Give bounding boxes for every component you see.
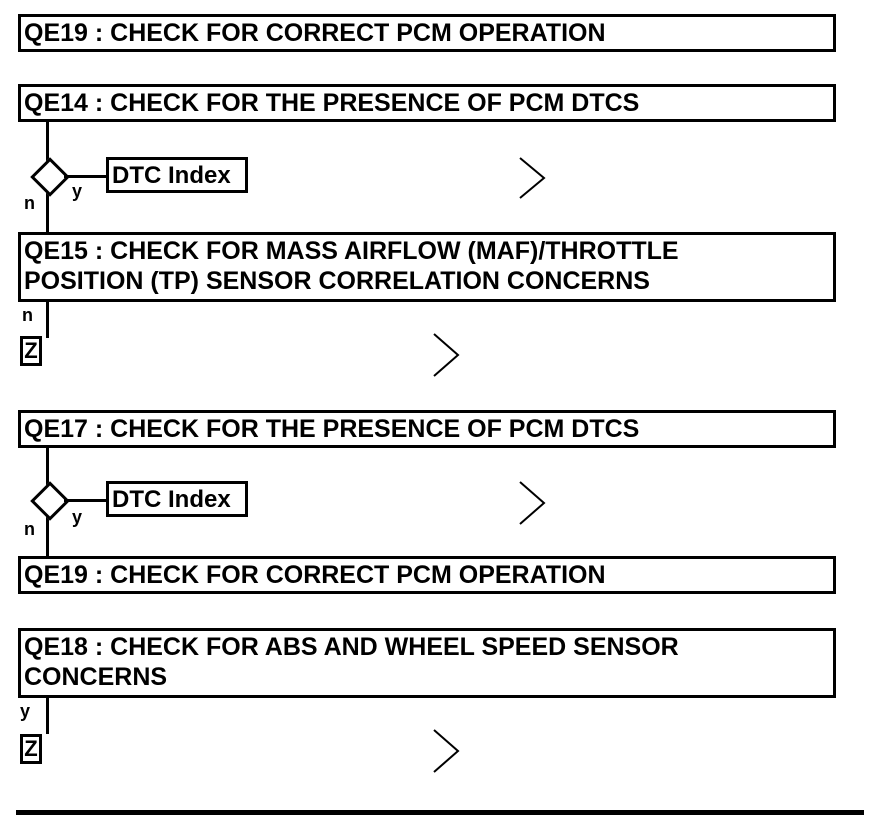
bottom-divider: [16, 810, 864, 815]
branch-label-yes: y: [72, 181, 83, 201]
step-qe15[interactable]: QE15 : CHECK FOR MASS AIRFLOW (MAF)/THRO…: [18, 232, 836, 302]
terminator-z[interactable]: Z: [20, 734, 42, 764]
branch-label-yes: y: [20, 701, 31, 721]
step-qe17[interactable]: QE17 : CHECK FOR THE PRESENCE OF PCM DTC…: [18, 410, 836, 448]
step-qe14[interactable]: QE14 : CHECK FOR THE PRESENCE OF PCM DTC…: [18, 84, 836, 122]
step-qe19-mid[interactable]: QE19 : CHECK FOR CORRECT PCM OPERATION: [18, 556, 836, 594]
chevron-right-icon[interactable]: [516, 156, 548, 200]
chevron-right-icon[interactable]: [430, 728, 462, 774]
dtc-index-link[interactable]: DTC Index: [106, 481, 248, 517]
chevron-right-icon[interactable]: [516, 480, 548, 526]
step-qe18[interactable]: QE18 : CHECK FOR ABS AND WHEEL SPEED SEN…: [18, 628, 836, 698]
branch-label-no: n: [24, 519, 35, 539]
branch-label-no: n: [22, 305, 33, 325]
connector-line: [46, 302, 49, 338]
connector-line: [64, 499, 108, 502]
dtc-index-link[interactable]: DTC Index: [106, 157, 248, 193]
step-qe19-top[interactable]: QE19 : CHECK FOR CORRECT PCM OPERATION: [18, 14, 836, 52]
chevron-right-icon[interactable]: [430, 332, 462, 378]
branch-label-yes: y: [72, 507, 83, 527]
connector-line: [46, 698, 49, 734]
terminator-z[interactable]: Z: [20, 336, 42, 366]
connector-line: [64, 175, 108, 178]
branch-label-no: n: [24, 193, 35, 213]
